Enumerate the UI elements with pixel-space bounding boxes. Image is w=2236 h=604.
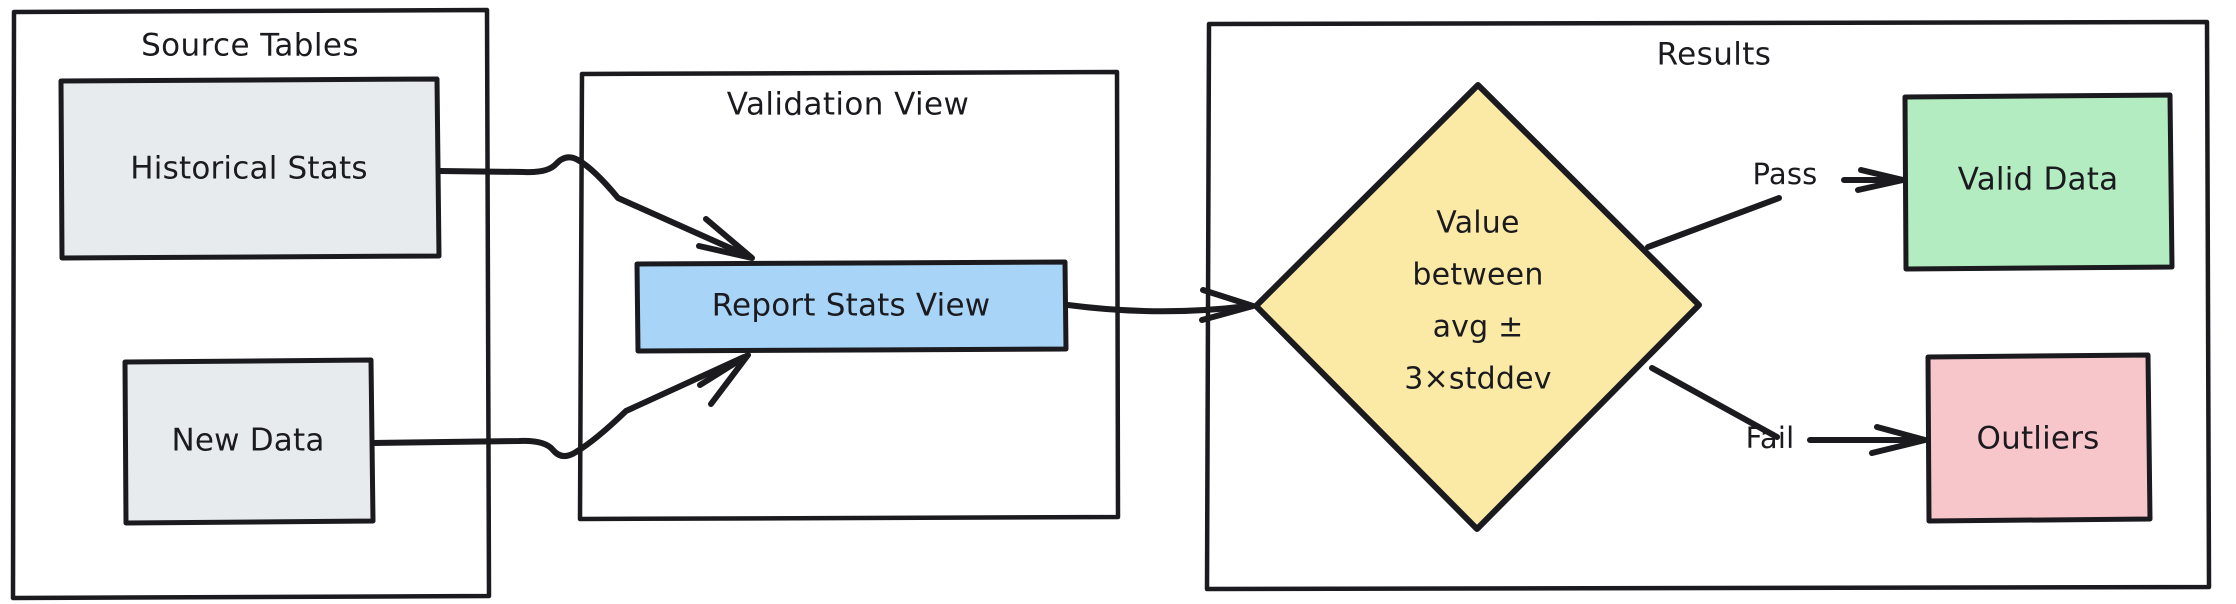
node-new-data[interactable]: New Data — [122, 357, 376, 526]
valid-data-box — [1902, 92, 2175, 272]
historical-stats-label: Historical Stats — [130, 151, 367, 187]
edge-check-to-outliers[interactable]: Fail — [1649, 365, 1928, 456]
edge-newdata-to-report[interactable] — [372, 352, 751, 459]
edge-check-to-valid-line — [1645, 195, 1782, 250]
node-valid-data[interactable]: Valid Data — [1902, 92, 2175, 272]
source-tables-label: Source Tables — [141, 28, 359, 64]
edge-newdata-to-report-line — [372, 354, 747, 459]
node-report-stats-view[interactable]: Report Stats View — [634, 259, 1069, 354]
value-check-line-4: 3×stddev — [1404, 362, 1552, 397]
edge-check-to-outliers-arrowhead — [1869, 424, 1928, 456]
node-historical-stats[interactable]: Historical Stats — [58, 76, 442, 261]
edge-report-to-check[interactable] — [1065, 287, 1256, 323]
edge-report-to-check-line — [1065, 302, 1251, 315]
outliers-box — [1925, 352, 2153, 524]
results-label: Results — [1657, 37, 1772, 73]
edge-newdata-to-report-arrowhead — [697, 352, 751, 407]
value-check-line-1: Value — [1436, 206, 1519, 241]
edge-label-fail: Fail — [1746, 421, 1795, 455]
edge-historical-to-report[interactable] — [437, 154, 755, 261]
edge-check-to-valid[interactable]: Pass — [1645, 157, 1906, 250]
node-outliers[interactable]: Outliers — [1925, 352, 2153, 524]
value-check-diamond — [1253, 82, 1702, 532]
validation-view-label: Validation View — [727, 87, 970, 123]
edge-historical-to-report-line — [437, 154, 751, 259]
edge-report-to-check-arrowhead — [1199, 287, 1256, 323]
historical-stats-box — [58, 76, 442, 261]
outliers-label: Outliers — [1977, 421, 2100, 457]
new-data-label: New Data — [171, 423, 324, 459]
valid-data-label: Valid Data — [1958, 162, 2119, 198]
edge-check-to-outliers-line — [1649, 365, 1780, 440]
node-value-check[interactable]: Value between avg ± 3×stddev — [1253, 82, 1702, 532]
new-data-box — [122, 357, 376, 526]
report-stats-view-box — [634, 259, 1069, 354]
edge-label-pass: Pass — [1753, 157, 1818, 191]
edge-historical-to-report-arrowhead — [696, 216, 755, 261]
value-check-line-2: between — [1412, 258, 1543, 293]
value-check-line-3: avg ± — [1433, 310, 1524, 345]
report-stats-view-label: Report Stats View — [712, 288, 991, 324]
